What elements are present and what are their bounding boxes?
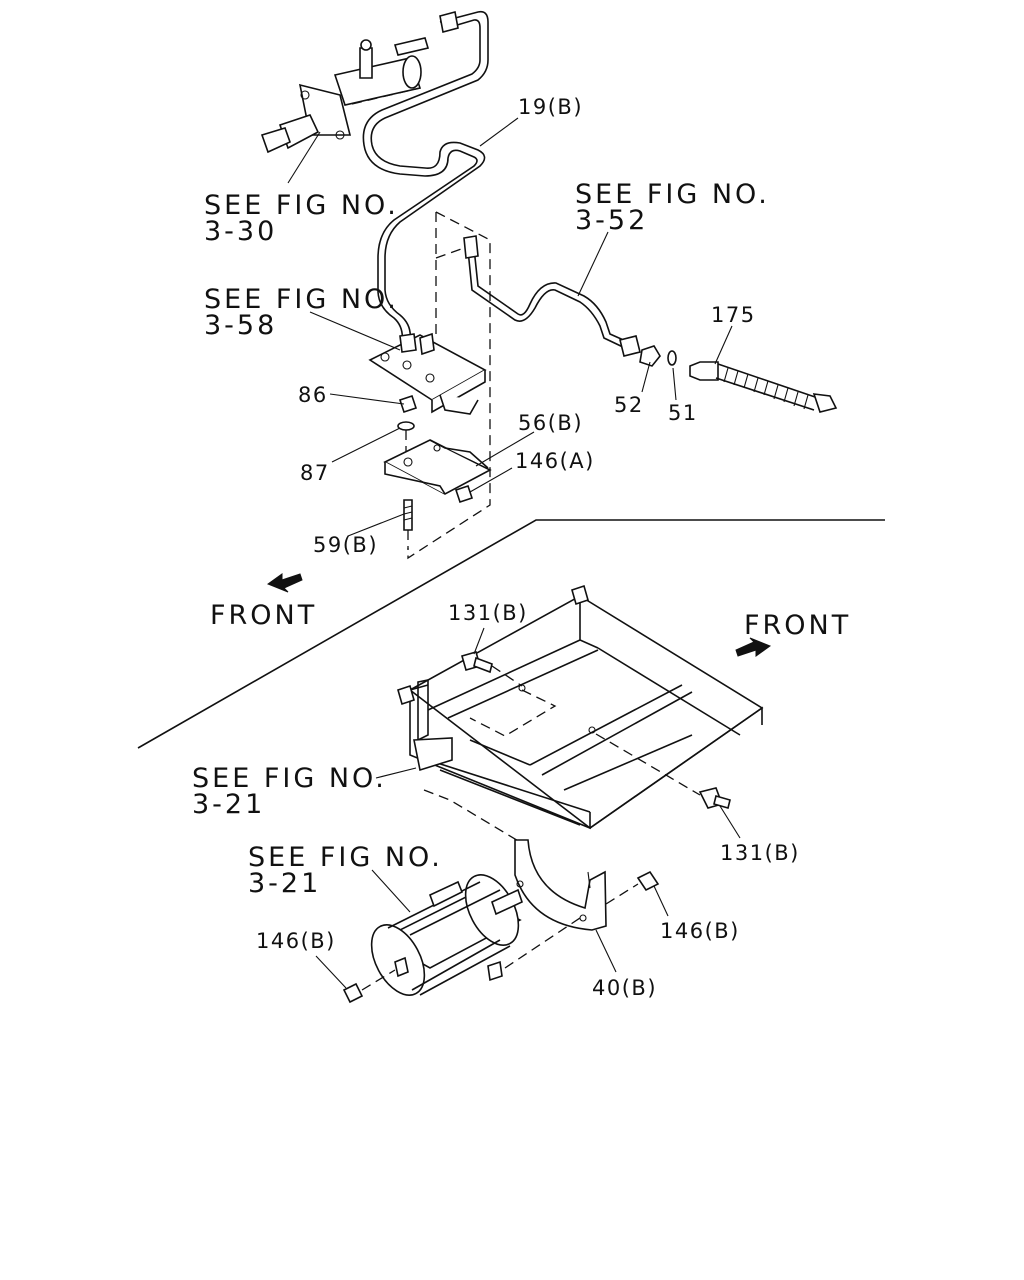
nut-52	[639, 345, 661, 367]
part-label-175: 175	[711, 303, 756, 327]
part-label-19b: 19(B)	[518, 95, 583, 119]
flexible-hose-175	[689, 361, 838, 413]
front-label-left: FRONT	[210, 600, 317, 631]
callout-3-21-top-line1: SEE FIG NO.	[192, 763, 387, 794]
nut-146b-left	[342, 969, 396, 1004]
nut-146a	[454, 484, 474, 504]
callout-3-21-bottom-line2: 3-21	[248, 868, 321, 899]
bracket-upper	[368, 332, 487, 415]
front-arrow-right-icon	[735, 637, 772, 657]
part-label-146b-left: 146(B)	[256, 929, 336, 953]
battery-strap-40b	[514, 839, 607, 931]
clutch-pipe	[362, 10, 489, 343]
callout-3-30-line2: 3-30	[204, 216, 277, 247]
callout-3-21-top-line2: 3-21	[192, 789, 265, 820]
washer-87	[397, 421, 415, 431]
part-label-146a: 146(A)	[515, 449, 595, 473]
part-label-131b-top: 131(B)	[448, 601, 528, 625]
leader-lines	[287, 117, 741, 989]
part-label-56b: 56(B)	[518, 411, 583, 435]
part-label-146b-right: 146(B)	[660, 919, 740, 943]
front-arrow-left-icon	[266, 573, 303, 593]
part-label-87: 87	[300, 461, 330, 485]
section-divider	[137, 519, 885, 749]
callout-3-52-line2: 3-52	[575, 205, 648, 236]
callout-3-58-line1: SEE FIG NO.	[204, 284, 399, 315]
bracket-56b	[383, 439, 492, 495]
clutch-hose-pipe	[435, 235, 641, 357]
part-label-40b: 40(B)	[592, 976, 657, 1000]
part-label-51: 51	[668, 401, 698, 425]
callout-3-58-line2: 3-58	[204, 310, 277, 341]
battery-assembly	[370, 874, 581, 996]
front-label-right: FRONT	[744, 610, 851, 641]
labels: SEE FIG NO. 3-30 SEE FIG NO. 3-58 SEE FI…	[192, 95, 851, 1000]
callout-3-52-line1: SEE FIG NO.	[575, 179, 770, 210]
bolt-131b-top	[461, 651, 557, 737]
nut-86	[398, 394, 418, 414]
master-cylinder	[260, 37, 430, 154]
part-label-131b-right: 131(B)	[720, 841, 800, 865]
stud-59b	[403, 499, 413, 550]
part-label-86: 86	[298, 383, 328, 407]
part-label-59b: 59(B)	[313, 533, 378, 557]
washer-51	[667, 350, 677, 366]
callout-3-30-line1: SEE FIG NO.	[204, 190, 399, 221]
battery-tray-frame	[397, 584, 764, 830]
part-label-52: 52	[614, 393, 644, 417]
bolt-131b-right	[595, 733, 731, 809]
callout-3-21-bottom-line1: SEE FIG NO.	[248, 842, 443, 873]
nut-146b-right	[605, 870, 660, 905]
